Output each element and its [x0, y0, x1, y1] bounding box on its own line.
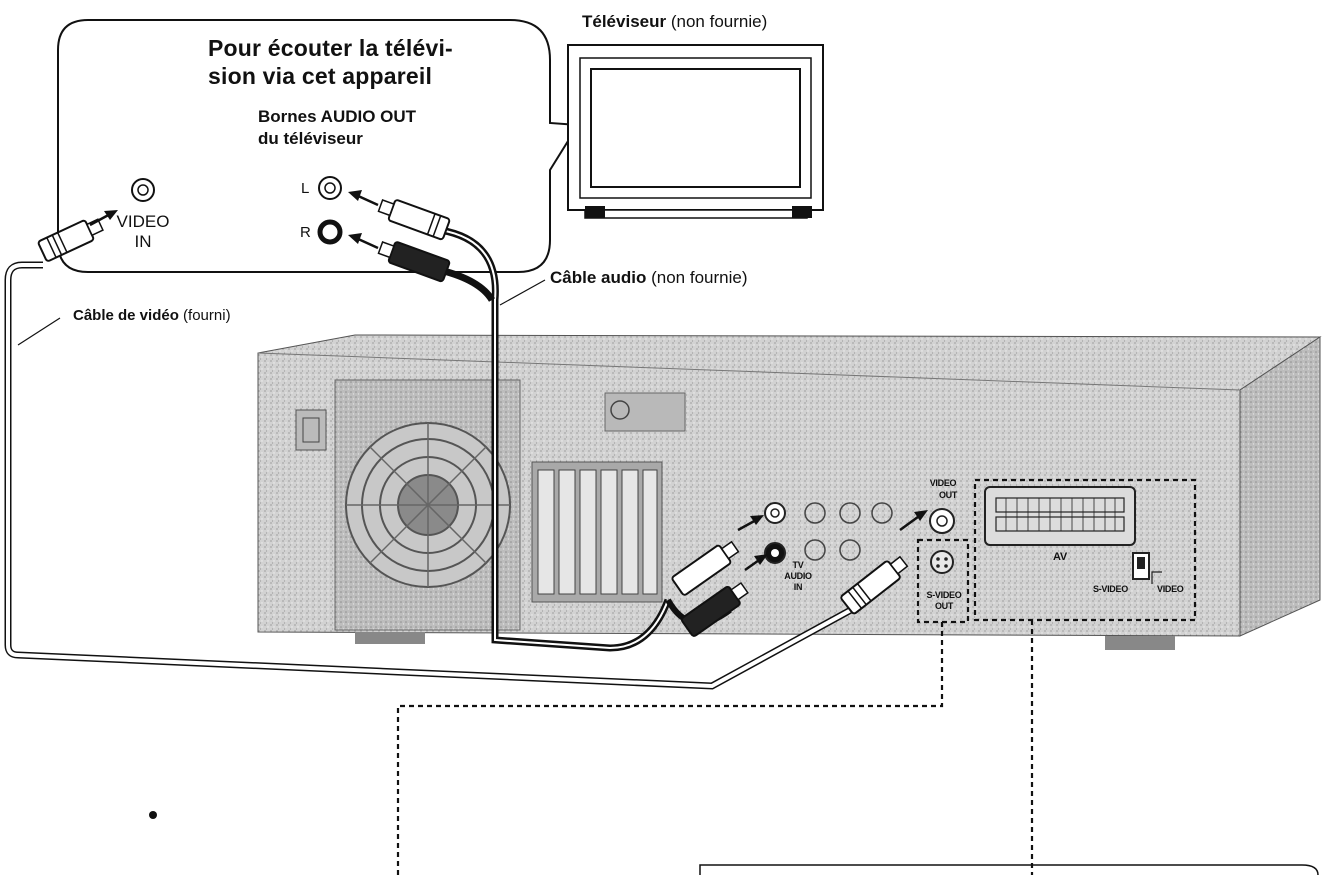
speech-bubble — [57, 19, 580, 273]
video-cable-name: Câble de vidéo — [73, 307, 179, 324]
callout-leaders — [396, 620, 1034, 875]
video-out-label-line1: VIDEO — [929, 478, 957, 488]
tv-label: Téléviseur (non fournie) — [582, 12, 767, 32]
video-cable-note: (fourni) — [183, 307, 231, 324]
right-channel-label: R — [300, 224, 311, 241]
bottom-callout — [699, 864, 1319, 875]
audio-cable-label: Câble audio (non fournie) — [550, 268, 747, 288]
tv-note: (non fournie) — [670, 12, 768, 31]
tv-audio-in-label-line2: AUDIO — [784, 571, 812, 581]
svideo-out-label-line2: OUT — [934, 601, 954, 611]
speaker-terminals — [531, 461, 663, 603]
bullet-dot — [149, 811, 157, 819]
video-in-label-line2: IN — [134, 232, 152, 251]
tv-terminals-label-line1: Bornes AUDIO OUT — [258, 107, 417, 126]
video-in-label-line1: VIDEO — [116, 212, 170, 231]
tv-terminals-label-line2: du téléviseur — [258, 129, 363, 148]
bubble-title-line1: Pour écouter la télévi- — [208, 35, 453, 61]
bubble-title-line2: sion via cet appareil — [208, 63, 433, 89]
tv-video-in-jack — [131, 178, 155, 202]
audio-cable-leader — [499, 279, 546, 306]
tv-audio-in-label-line1: TV — [792, 560, 804, 570]
video-cable-label: Câble de vidéo (fourni) — [73, 307, 231, 324]
audio-cable — [348, 190, 768, 652]
video-cable — [4, 210, 928, 690]
tv-audio-in-label-line3: IN — [793, 582, 803, 592]
tv-name: Téléviseur — [582, 12, 667, 31]
video-cable-leader — [17, 317, 61, 346]
av-label: AV — [1053, 551, 1067, 563]
switch-video-label: VIDEO — [1157, 584, 1184, 594]
switch-svideo-label: S-VIDEO — [1093, 584, 1128, 594]
television — [567, 44, 824, 219]
video-out-label-line2: OUT — [938, 490, 958, 500]
left-channel-label: L — [301, 180, 310, 197]
tv-audio-terminals — [317, 176, 343, 245]
audio-cable-name: Câble audio — [550, 268, 647, 287]
svideo-out-label-line1: S-VIDEO — [926, 590, 962, 600]
recorder-device — [257, 334, 1322, 650]
audio-cable-note: (non fournie) — [651, 268, 748, 287]
